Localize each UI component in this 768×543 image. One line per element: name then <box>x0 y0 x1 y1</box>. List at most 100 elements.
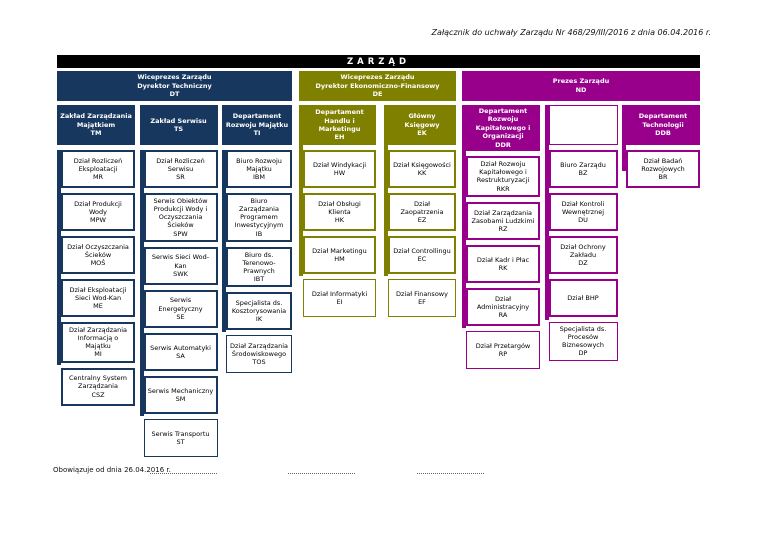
unit-code: MOŚ <box>90 259 106 268</box>
unit-box-ib: Biuro Zarządzania Programem Inwestycyjny… <box>226 193 292 242</box>
unit-code: RZ <box>498 224 508 233</box>
column-header-name: Departament Technologii <box>638 112 688 129</box>
unit-code: IBT <box>253 275 265 283</box>
unit-code: IB <box>255 229 263 238</box>
unit-code: BZ <box>578 169 588 177</box>
unit-name: Serwis Obiektów Produkcji Wody i Oczyszc… <box>153 197 208 230</box>
board-bar: ZARZĄD <box>57 55 700 68</box>
unit-code: SPW <box>173 229 188 238</box>
unit-code: EC <box>417 255 427 263</box>
unit-code: MR <box>92 173 104 182</box>
column-ddr: Departament Rozwoju Kapitałowego i Organ… <box>462 105 540 374</box>
unit-code: DU <box>578 216 588 225</box>
unit-name: Dział Badań Rozwojowych <box>641 156 685 173</box>
unit-code: ME <box>93 302 103 311</box>
column-ts: Zakład Serwisu TS Dział Rozliczeń Serwis… <box>139 105 218 462</box>
group-head-dt: Wiceprezes Zarządu Dyrektor Techniczny D… <box>57 71 292 101</box>
unit-code: MI <box>94 350 102 359</box>
column-header-eh: Departament Handlu i Marketingu EH <box>303 105 376 145</box>
column-eh: Departament Handlu i Marketingu EH Dział… <box>299 105 376 322</box>
unit-name: Dział Administracyjny <box>476 294 530 311</box>
connector-spine <box>544 105 549 320</box>
column-header-name: Zakład Zarządzania Majątkiem <box>60 112 132 129</box>
signature-line <box>150 473 217 474</box>
unit-code: EZ <box>417 216 427 225</box>
unit-name: Dział Ochrony Zakładu <box>560 242 606 259</box>
column-header-ts: Zakład Serwisu TS <box>139 105 218 145</box>
unit-code: TOS <box>252 358 266 367</box>
unit-name: Dział Zarządzania Informacją o Majątku <box>68 326 128 351</box>
signature-line <box>417 473 484 474</box>
unit-code: DP <box>578 349 588 358</box>
unit-code: EF <box>418 298 426 306</box>
unit-name: Biuro ds. Terenowo-Prawnych <box>242 250 276 275</box>
unit-code: SE <box>176 312 185 321</box>
unit-name: Dział Informatyki <box>311 289 368 298</box>
unit-name: Dział Rozliczeń Serwisu <box>156 156 205 173</box>
unit-name: Dział Windykacji <box>312 160 367 169</box>
attachment-note: Załącznik do uchwały Zarządu Nr 468/29/I… <box>431 28 711 37</box>
connector-spine <box>462 105 466 328</box>
column-header-code: TM <box>90 129 102 138</box>
column-header-code: TI <box>253 129 261 138</box>
unit-name: Specjalista ds. Kosztorysowania <box>231 298 287 316</box>
unit-name: Dział Marketingu <box>312 246 367 255</box>
unit-code: ST <box>176 437 185 446</box>
column-header-code: EK <box>417 129 427 138</box>
unit-name: Dział Kadr i Płac <box>476 255 530 264</box>
unit-name: Dział BHP <box>567 293 599 302</box>
group-technical: Wiceprezes Zarządu Dyrektor Techniczny D… <box>57 71 292 462</box>
unit-code: RA <box>498 310 508 319</box>
unit-code: HW <box>333 169 346 177</box>
column-tm: Zakład Zarządzania Majątkiem TM Dział Ro… <box>57 105 135 411</box>
column-header-ek: Główny Księgowy EK <box>388 105 456 145</box>
column-ddb: Departament Technologii DDB Dział Badań … <box>622 105 700 193</box>
unit-code: IBM <box>253 173 265 182</box>
unit-code: SWK <box>173 269 188 278</box>
unit-box-rkr: Dział Rozwoju Kapitałowego i Restruktury… <box>466 156 540 197</box>
unit-name: Dział Zarządzania Środowiskowego <box>229 341 289 359</box>
column-header-name: Departament Rozwoju Majątku <box>225 112 289 129</box>
connector-spine <box>299 105 303 276</box>
unit-name: Dział Eksploatacji Sieci Wod-Kan <box>69 285 127 302</box>
column-ti: Departament Rozwoju Majątku TI Biuro Roz… <box>222 105 292 378</box>
unit-code: RKR <box>496 184 510 193</box>
unit-box-spw: Serwis Obiektów Produkcji Wody i Oczyszc… <box>143 193 218 242</box>
connector-spine <box>57 150 61 365</box>
connector-spine <box>622 105 626 171</box>
unit-code: HK <box>334 216 345 225</box>
unit-box-bhp: Dział BHP <box>548 279 618 317</box>
connector-spine <box>139 150 144 416</box>
unit-name: Biuro Zarządzania Programem Inwestycyjny… <box>234 197 284 230</box>
unit-name: Serwis Automatyki <box>150 343 211 352</box>
unit-name: Dział Finansowy <box>396 289 448 298</box>
unit-name: Dział Zarządzania Zasobami Ludzkimi <box>471 208 535 225</box>
unit-code: KK <box>417 169 427 177</box>
unit-name: Dział Księgowości <box>393 160 451 169</box>
unit-name: Dział Rozwoju Kapitałowego i Restruktury… <box>476 160 530 185</box>
column-header-code: EH <box>334 133 345 142</box>
unit-name: Biuro Rozwoju Majątku <box>236 156 282 173</box>
unit-code: CSZ <box>91 390 105 399</box>
